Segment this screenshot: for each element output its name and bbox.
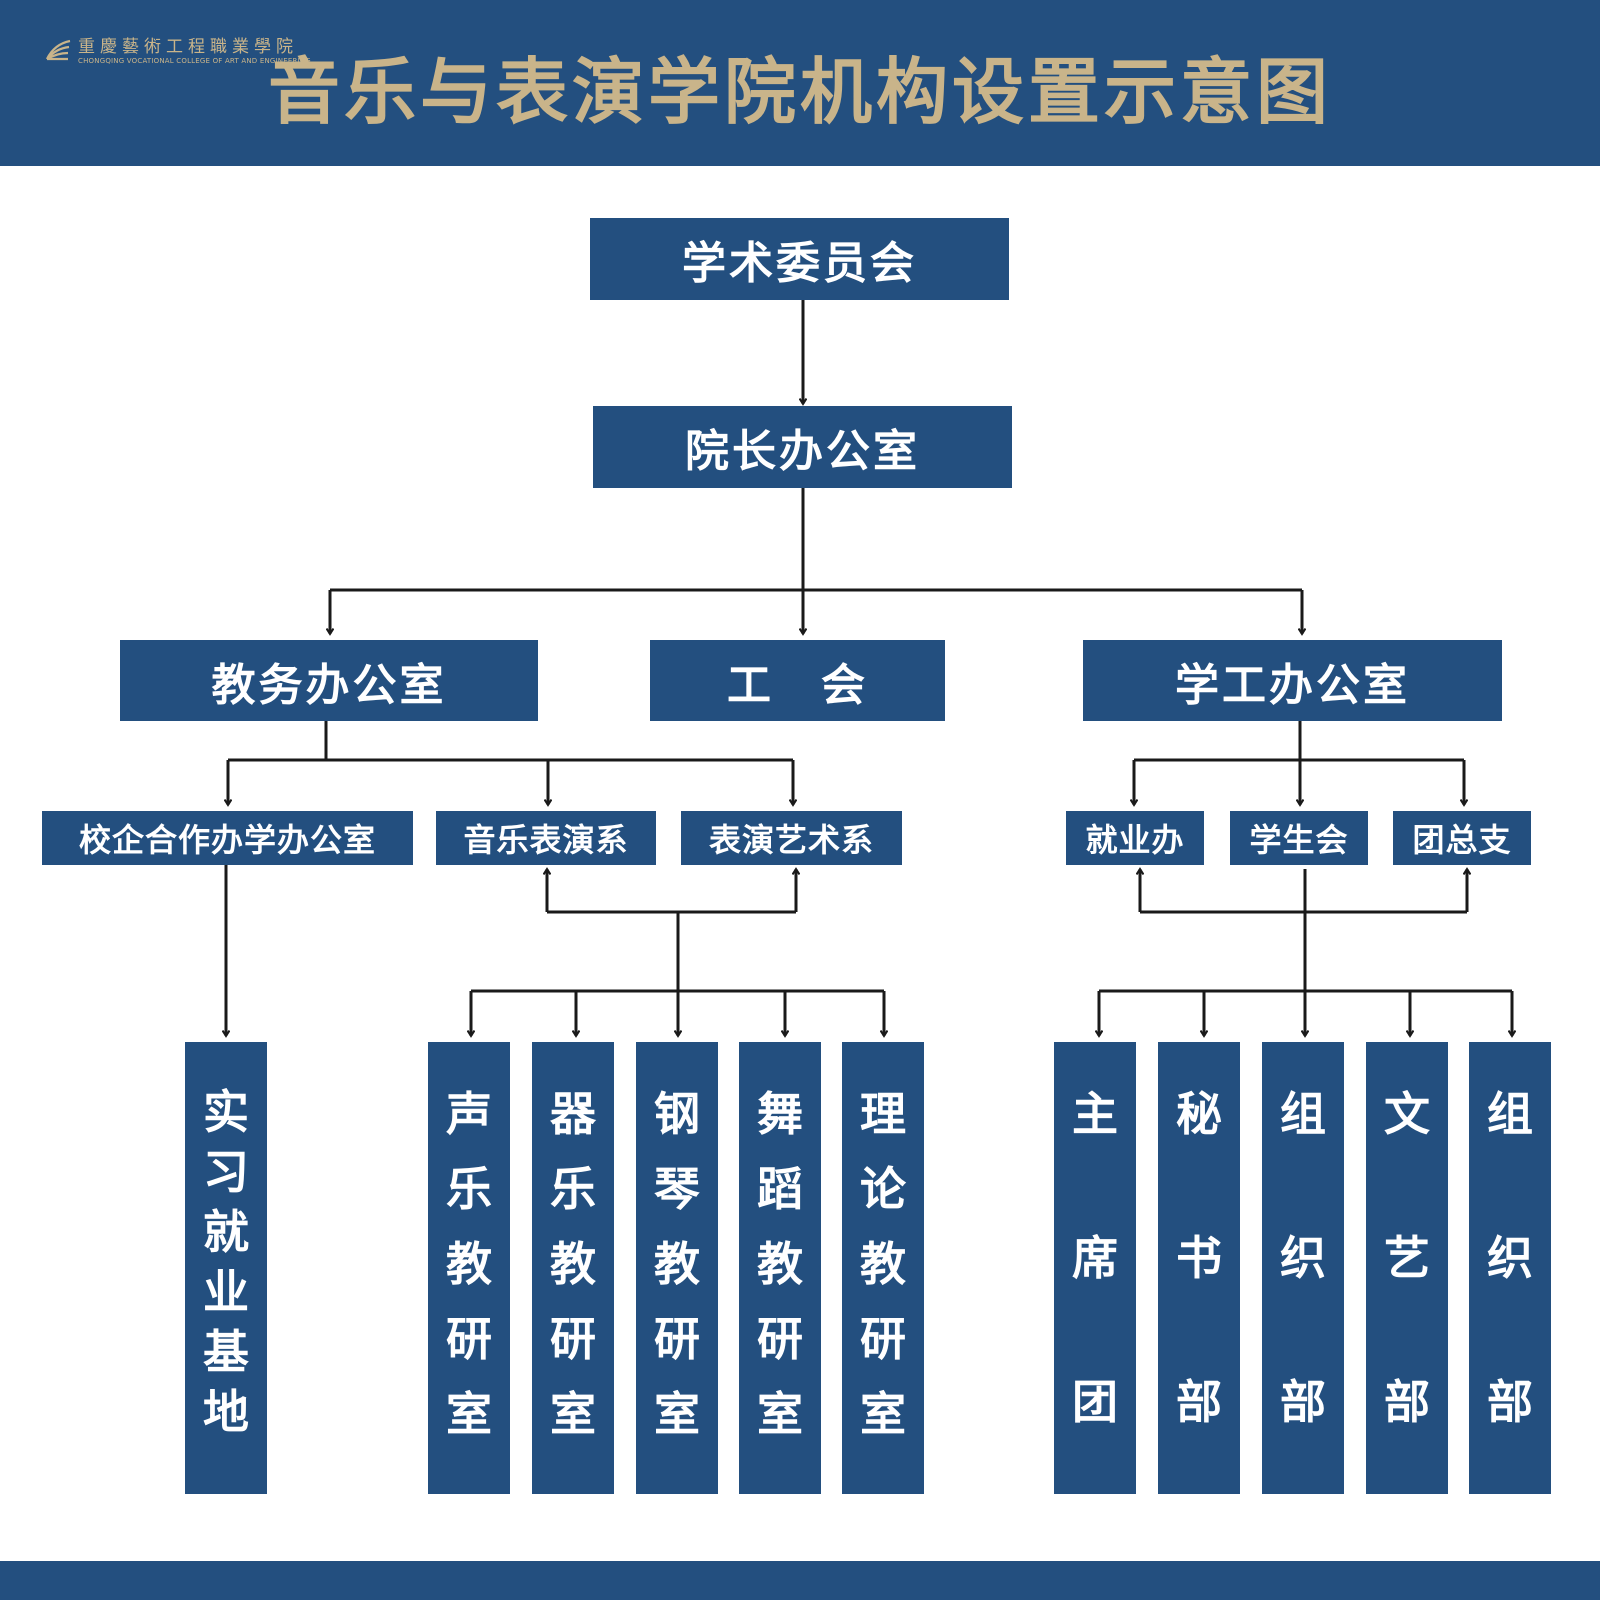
vocal-teaching-room-box: 声乐教研室 [428, 1042, 510, 1494]
box-character: 文 [1384, 1087, 1430, 1141]
box-character: 研 [446, 1312, 492, 1366]
box-character: 业 [203, 1265, 249, 1319]
league-branch-box: 团总支 [1393, 811, 1531, 865]
header-banner [0, 0, 1600, 166]
box-character: 蹈 [757, 1162, 803, 1216]
box-character: 教 [654, 1237, 700, 1291]
box-character: 舞 [757, 1087, 803, 1141]
box-character: 织 [1487, 1231, 1533, 1285]
box-character: 秘 [1176, 1087, 1222, 1141]
music-performance-dept-box: 音乐表演系 [436, 811, 656, 865]
wave-emblem-icon [46, 39, 71, 61]
instrumental-teaching-room-box: 器乐教研室 [532, 1042, 614, 1494]
box-character: 钢 [654, 1087, 700, 1141]
box-character: 部 [1487, 1375, 1533, 1429]
dean-office-box: 院长办公室 [593, 406, 1012, 488]
box-character: 研 [550, 1312, 596, 1366]
box-character: 书 [1176, 1231, 1222, 1285]
box-character: 室 [550, 1387, 596, 1441]
box-character: 研 [757, 1312, 803, 1366]
page-title: 音乐与表演学院机构设置示意图 [267, 50, 1332, 134]
academic-affairs-office-box: 教务办公室 [120, 640, 538, 721]
student-affairs-office-box: 学工办公室 [1083, 640, 1502, 721]
logo-english-name: CHONGQING VOCATIONAL COLLEGE OF ART AND … [78, 56, 311, 65]
logo-chinese-name: 重慶藝術工程職業學院 [78, 36, 298, 57]
box-character: 室 [860, 1387, 906, 1441]
box-character: 论 [860, 1162, 906, 1216]
box-character: 主 [1072, 1087, 1118, 1141]
box-character: 教 [860, 1237, 906, 1291]
box-character: 教 [757, 1237, 803, 1291]
box-character: 乐 [446, 1162, 492, 1216]
arts-dept-box: 文艺部 [1366, 1042, 1448, 1494]
box-character: 实 [203, 1085, 249, 1139]
piano-teaching-room-box: 钢琴教研室 [636, 1042, 718, 1494]
organization-dept-box: 组织部 [1262, 1042, 1344, 1494]
box-character: 研 [654, 1312, 700, 1366]
theory-teaching-room-box: 理论教研室 [842, 1042, 924, 1494]
box-character: 部 [1280, 1375, 1326, 1429]
box-character: 部 [1384, 1375, 1430, 1429]
secretariat-box: 秘书部 [1158, 1042, 1240, 1494]
box-character: 教 [550, 1237, 596, 1291]
box-character: 基 [203, 1325, 249, 1379]
internship-base-box: 实习就业基地 [185, 1042, 267, 1494]
box-character: 团 [1072, 1375, 1118, 1429]
academic-committee-box: 学术委员会 [590, 218, 1009, 300]
box-character: 教 [446, 1237, 492, 1291]
performing-arts-dept-box: 表演艺术系 [681, 811, 902, 865]
college-logo: 重慶藝術工程職業學院 CHONGQING VOCATIONAL COLLEGE … [44, 34, 311, 68]
box-character: 室 [446, 1387, 492, 1441]
box-character: 乐 [550, 1162, 596, 1216]
labor-union-box: 工 会 [650, 640, 945, 721]
box-character: 织 [1280, 1231, 1326, 1285]
box-character: 艺 [1384, 1231, 1430, 1285]
employment-office-box: 就业办 [1066, 811, 1204, 865]
box-character: 琴 [654, 1162, 700, 1216]
student-union-box: 学生会 [1230, 811, 1368, 865]
box-character: 部 [1176, 1375, 1222, 1429]
dance-teaching-room-box: 舞蹈教研室 [739, 1042, 821, 1494]
organization-dept-2-box: 组织部 [1469, 1042, 1551, 1494]
box-character: 就 [203, 1205, 249, 1259]
box-character: 声 [446, 1087, 492, 1141]
cooperation-office-box: 校企合作办学办公室 [42, 811, 413, 865]
box-character: 室 [757, 1387, 803, 1441]
box-character: 理 [860, 1087, 906, 1141]
box-character: 研 [860, 1312, 906, 1366]
box-character: 组 [1487, 1087, 1533, 1141]
footer-banner [0, 1561, 1600, 1600]
box-character: 器 [550, 1087, 596, 1141]
box-character: 室 [654, 1387, 700, 1441]
box-character: 组 [1280, 1087, 1326, 1141]
presidium-box: 主席团 [1054, 1042, 1136, 1494]
box-character: 地 [203, 1385, 249, 1439]
box-character: 席 [1072, 1231, 1118, 1285]
box-character: 习 [203, 1145, 249, 1199]
